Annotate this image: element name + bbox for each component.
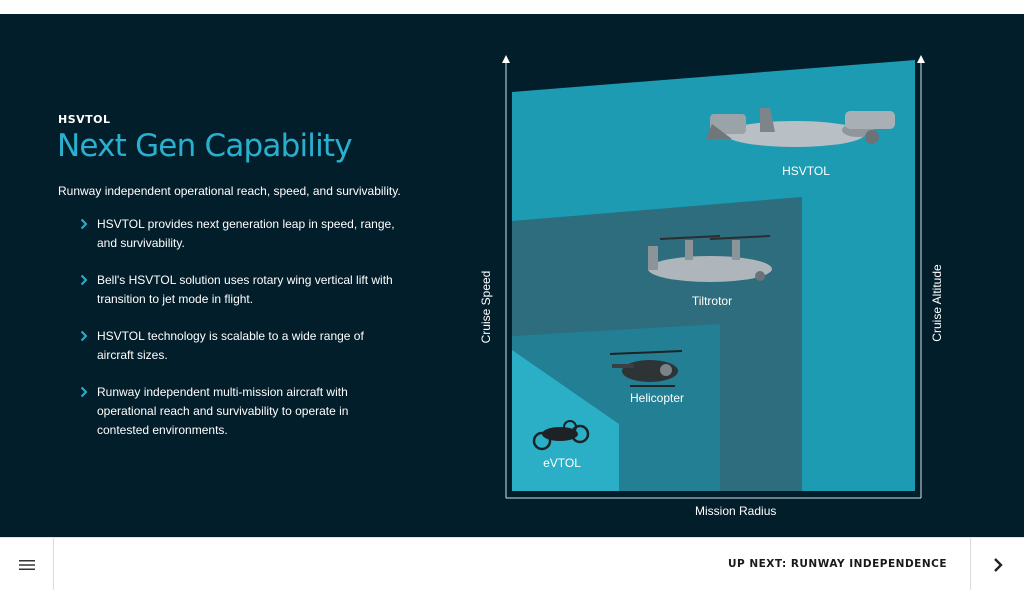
top-strip: [0, 0, 1024, 14]
intro-text: Runway independent operational reach, sp…: [58, 184, 401, 198]
bottom-edge: [0, 590, 1024, 605]
y-axis-left-arrow: [502, 55, 510, 63]
capability-diagram: HSVTOL Tiltrotor Helicopter eVTOL Cruise…: [470, 14, 980, 537]
menu-button[interactable]: [0, 538, 54, 591]
list-item: Bell's HSVTOL solution uses rotary wing …: [80, 271, 400, 309]
evtol-aircraft-icon: [532, 420, 590, 451]
up-next-link[interactable]: UP NEXT: RUNWAY INDEPENDENCE: [727, 558, 947, 570]
y-axis-right-arrow: [917, 55, 925, 63]
region-evtol: [512, 350, 619, 491]
region-label-hsvtol: HSVTOL: [782, 164, 830, 178]
bullet-list: HSVTOL provides next generation leap in …: [80, 215, 400, 458]
next-button[interactable]: [970, 538, 1024, 591]
bullet-text: Runway independent multi-mission aircraf…: [97, 385, 349, 437]
bullet-text: Bell's HSVTOL solution uses rotary wing …: [97, 273, 393, 306]
region-label-tiltrotor: Tiltrotor: [691, 294, 733, 308]
region-label-evtol: eVTOL: [543, 456, 581, 470]
chevron-right-icon: [993, 557, 1003, 572]
eyebrow-label: HSVTOL: [58, 113, 111, 126]
chevron-right-icon: [80, 386, 88, 398]
list-item: HSVTOL technology is scalable to a wide …: [80, 327, 400, 365]
chevron-right-icon: [80, 218, 88, 230]
helicopter-aircraft-icon: [609, 350, 683, 387]
capability-diagram-graphic: [502, 55, 925, 499]
hsvtol-aircraft-icon: [706, 108, 895, 147]
axis-label-left: Cruise Speed: [479, 270, 493, 344]
page-title: Next Gen Capability: [57, 128, 353, 164]
chevron-right-icon: [80, 330, 88, 342]
bullet-text: HSVTOL provides next generation leap in …: [97, 217, 395, 250]
chevron-right-icon: [80, 274, 88, 286]
list-item: HSVTOL provides next generation leap in …: [80, 215, 400, 253]
hamburger-menu-icon: [18, 559, 35, 570]
bottom-navigation-bar: UP NEXT: RUNWAY INDEPENDENCE: [0, 537, 1024, 591]
bullet-text: HSVTOL technology is scalable to a wide …: [97, 329, 364, 362]
tiltrotor-aircraft-icon: [648, 235, 772, 282]
region-label-helicopter: Helicopter: [629, 391, 685, 405]
list-item: Runway independent multi-mission aircraf…: [80, 383, 400, 440]
slide-content: HSVTOL Next Gen Capability Runway indepe…: [0, 14, 1024, 537]
axis-label-right: Cruise Altitude: [930, 264, 944, 342]
axis-label-bottom: Mission Radius: [695, 504, 777, 518]
